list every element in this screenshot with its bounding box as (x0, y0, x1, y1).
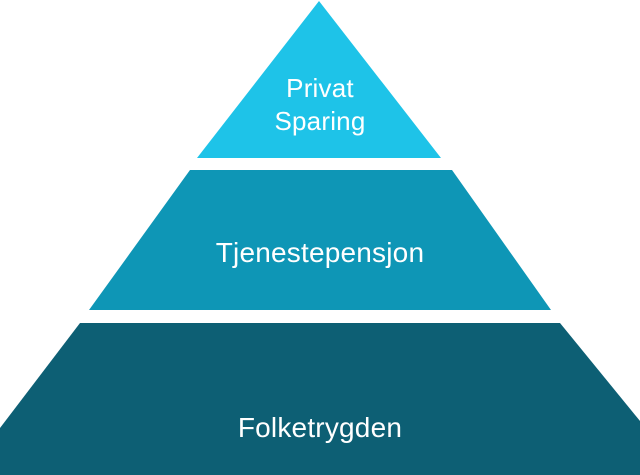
pyramid-layer-privat-sparing (197, 1, 441, 158)
pyramid-layer-folketrygden (0, 323, 640, 475)
tjenestepensjon-label: Tjenestepensjon (216, 237, 424, 268)
privat-sparing-label-line1: Privat (286, 73, 354, 103)
privat-sparing-label-line2: Sparing (274, 106, 365, 136)
pyramid-layer-tjenestepensjon (89, 170, 551, 310)
folketrygden-label: Folketrygden (238, 412, 402, 443)
